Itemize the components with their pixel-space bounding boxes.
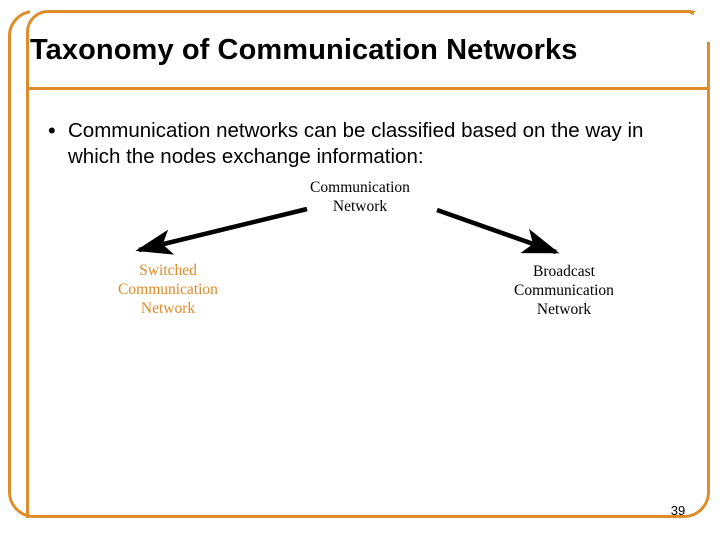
bullet-list: • Communication networks can be classifi… xyxy=(48,118,658,170)
bullet-marker-icon: • xyxy=(48,118,56,143)
page-number: 39 xyxy=(670,503,686,518)
page-title: Taxonomy of Communication Networks xyxy=(30,34,578,66)
list-item: • Communication networks can be classifi… xyxy=(48,118,658,170)
node-broadcast-communication-network: Broadcast Communication Network xyxy=(514,263,614,318)
left-accent-rail xyxy=(26,88,29,518)
bullet-text: Communication networks can be classified… xyxy=(68,119,644,168)
frame-top-mask xyxy=(30,4,690,18)
title-box-corner-mask xyxy=(694,12,714,42)
node-communication-network: Communication Network xyxy=(310,179,410,215)
edge-root-to-broadcast xyxy=(436,207,560,255)
node-switched-communication-network: Switched Communication Network xyxy=(118,262,218,317)
